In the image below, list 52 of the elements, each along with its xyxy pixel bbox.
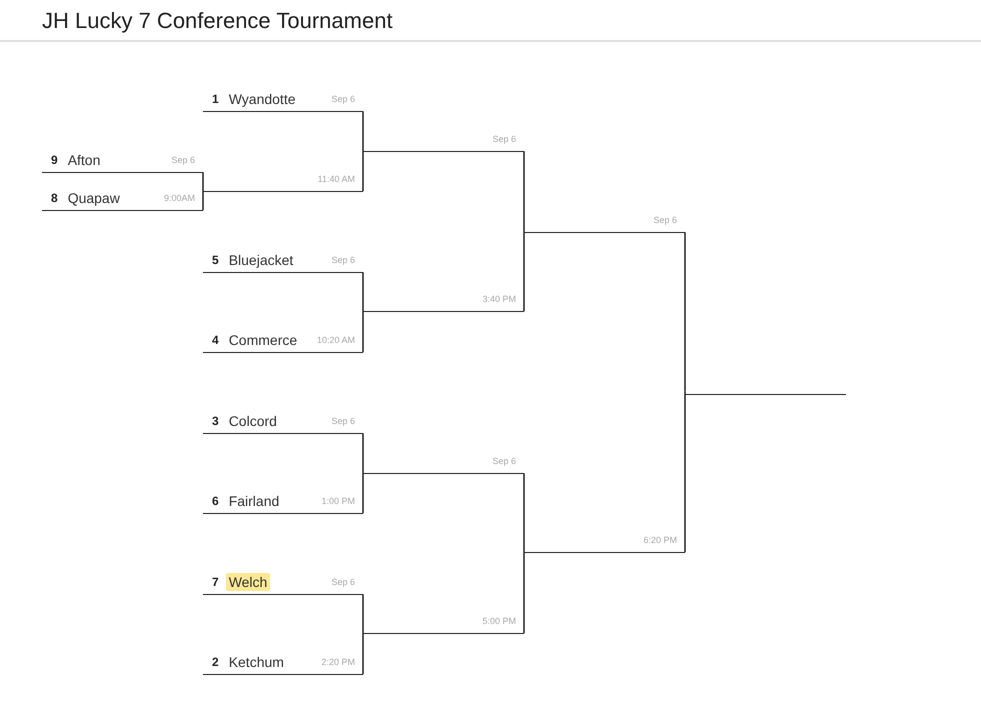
- seed-number: 7: [212, 574, 219, 590]
- bracket-connector: [362, 633, 364, 674]
- match-schedule: 6:20 PM: [643, 534, 677, 547]
- bracket-connector: [362, 272, 364, 312]
- team-name: Bluejacket: [228, 252, 294, 268]
- bracket-connector: [523, 473, 525, 552]
- match-schedule: 1:00 PM: [321, 495, 355, 508]
- page-title: JH Lucky 7 Conference Tournament: [42, 8, 393, 34]
- match-schedule: 10:20 AM: [316, 334, 355, 347]
- highlighted-team-name: Welch: [226, 573, 270, 591]
- bracket-connector: [684, 232, 686, 392]
- match-schedule: Sep 6: [653, 214, 677, 227]
- match-schedule: Sep 6: [492, 455, 516, 468]
- match-schedule: Sep 6: [171, 154, 195, 167]
- seed-number: 2: [212, 654, 219, 670]
- team-name: Ketchum: [228, 654, 284, 670]
- team-slot: [203, 571, 363, 595]
- bracket-connector: [523, 151, 525, 232]
- bracket-connector: [362, 594, 364, 634]
- match-schedule: Sep 6: [331, 93, 355, 106]
- match-schedule: Sep 6: [331, 254, 355, 267]
- match-schedule: Sep 6: [331, 415, 355, 428]
- bracket-connector: [362, 311, 364, 352]
- team-name: Commerce: [228, 332, 298, 348]
- team-name: Fairland: [228, 493, 280, 509]
- match-schedule: 3:40 PM: [482, 293, 516, 306]
- team-name: Quapaw: [68, 190, 120, 206]
- seed-number: 3: [212, 413, 219, 429]
- bracket-connector: [684, 391, 686, 552]
- bracket-connector: [523, 552, 525, 634]
- bracket-connector: [523, 232, 525, 312]
- match-schedule: Sep 6: [492, 133, 516, 146]
- bracket-connector: [362, 433, 364, 474]
- match-schedule: 5:00 PM: [482, 615, 516, 628]
- match-schedule: 9:00AM: [164, 192, 195, 205]
- seed-number: 8: [51, 190, 58, 206]
- seed-number: 4: [212, 332, 219, 348]
- team-name: Wyandotte: [228, 91, 296, 107]
- match-schedule: 2:20 PM: [321, 656, 355, 669]
- bracket-connector: [202, 191, 204, 210]
- bracket-connector: [202, 172, 204, 192]
- seed-number: 6: [212, 493, 219, 509]
- bracket-connector: [362, 151, 364, 192]
- team-name: Afton: [68, 152, 100, 168]
- team-name: Colcord: [228, 413, 277, 429]
- seed-number: 1: [212, 91, 219, 107]
- match-schedule: Sep 6: [331, 576, 355, 589]
- bracket-connector: [362, 111, 364, 152]
- match-schedule: 11:40 AM: [318, 173, 355, 186]
- bracket-connector: [362, 473, 364, 514]
- seed-number: 9: [51, 152, 58, 168]
- seed-number: 5: [212, 252, 219, 268]
